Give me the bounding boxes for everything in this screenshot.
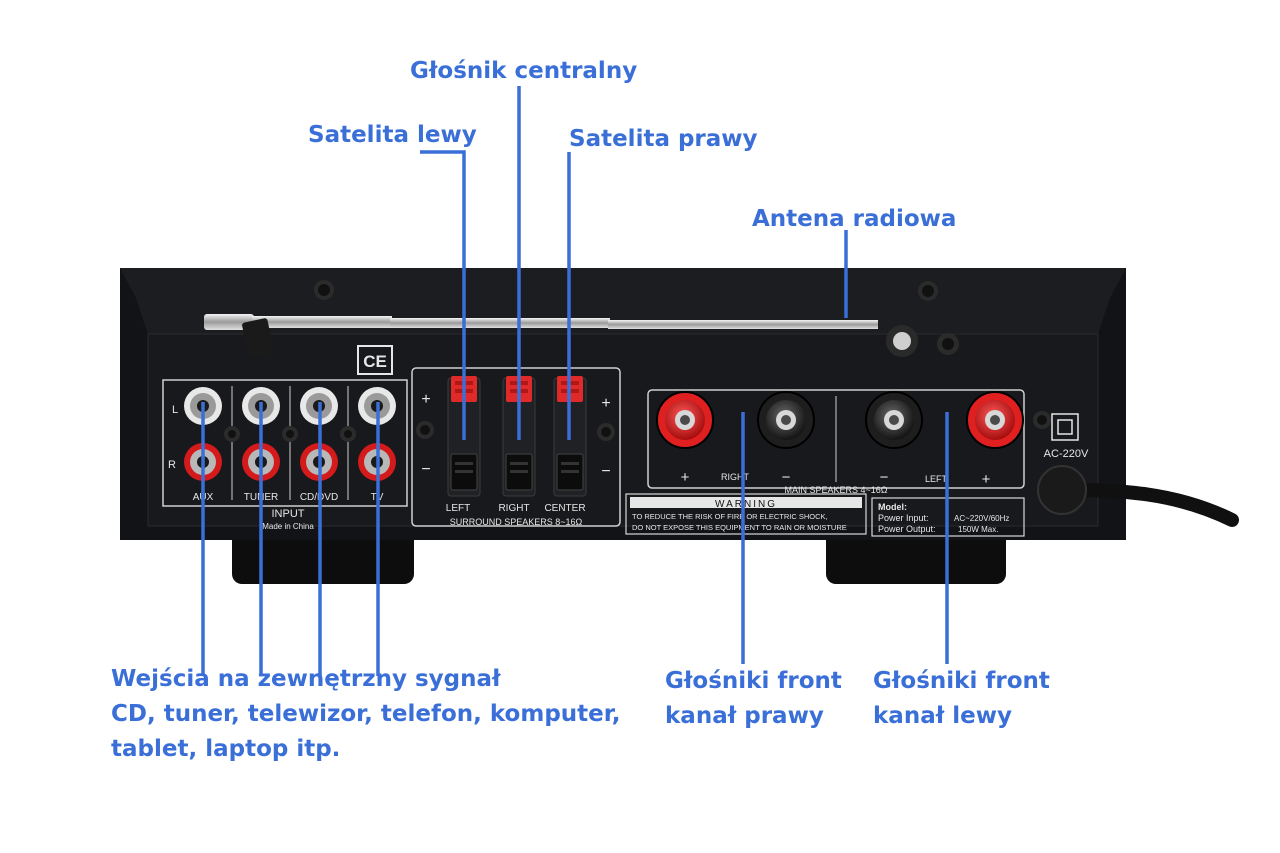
label-inputs-line-1: Wejścia na zewnętrzny sygnał bbox=[111, 666, 501, 692]
binding-post-black[interactable] bbox=[757, 391, 815, 449]
binding-post-red[interactable] bbox=[966, 391, 1024, 449]
warning-title: WARNING bbox=[715, 499, 777, 510]
label-front-right: Głośniki front kanał prawy bbox=[665, 664, 842, 734]
screw-icon bbox=[416, 421, 434, 439]
surround-plus-left: + bbox=[421, 391, 430, 408]
label-inputs-line-3: tablet, laptop itp. bbox=[111, 736, 341, 762]
class-ii-symbol-outer bbox=[1051, 413, 1079, 441]
binding-post-red[interactable] bbox=[656, 391, 714, 449]
power-input-label: Power Input: bbox=[878, 513, 929, 523]
surround-minus-right: − bbox=[601, 463, 610, 480]
surround-label-left: LEFT bbox=[446, 503, 470, 514]
made-in-label: Made in China bbox=[262, 522, 314, 531]
input-title: INPUT bbox=[272, 508, 305, 520]
back-panel bbox=[147, 333, 1099, 527]
warning-plate: WARNING TO REDUCE THE RISK OF FIRE OR EL… bbox=[625, 493, 867, 535]
label-front-right-line-1: Głośniki front bbox=[665, 668, 842, 694]
warning-line-1: TO REDUCE THE RISK OF FIRE OR ELECTRIC S… bbox=[632, 512, 828, 521]
surround-title: SURROUND SPEAKERS 8~16Ω bbox=[450, 517, 583, 527]
screw-icon bbox=[918, 281, 938, 301]
main-minus-1: − bbox=[782, 469, 791, 486]
main-speakers-section: + RIGHT − − LEFT + MAIN SPEAKERS 4~16Ω bbox=[647, 389, 1025, 495]
label-left-satellite: Satelita lewy bbox=[308, 122, 477, 148]
label-center-speaker: Głośnik centralny bbox=[410, 58, 638, 84]
label-right-satellite: Satelita prawy bbox=[569, 126, 758, 152]
screw-icon bbox=[224, 426, 240, 442]
label-inputs: Wejścia na zewnętrzny sygnał CD, tuner, … bbox=[111, 662, 620, 767]
surround-label-right: RIGHT bbox=[498, 503, 529, 514]
screw-icon bbox=[282, 426, 298, 442]
main-right-label: RIGHT bbox=[721, 472, 750, 482]
screw-icon bbox=[1033, 411, 1051, 429]
annotation-lines bbox=[201, 86, 949, 676]
label-radio-antenna: Antena radiowa bbox=[752, 206, 957, 232]
screw-icon bbox=[597, 423, 615, 441]
power-input-value: AC~220V/60Hz bbox=[954, 514, 1009, 523]
class-ii-symbol-inner bbox=[1057, 419, 1073, 435]
label-front-right-line-2: kanał prawy bbox=[665, 703, 824, 729]
screw-icon bbox=[340, 426, 356, 442]
label-front-left-line-2: kanał lewy bbox=[873, 703, 1012, 729]
leader-left-sat bbox=[420, 150, 466, 440]
ce-mark-box bbox=[357, 345, 393, 375]
screw-icon bbox=[937, 333, 959, 355]
power-output-label: Power Output: bbox=[878, 524, 936, 534]
surround-minus-left: − bbox=[421, 461, 430, 478]
channel-l-label: L bbox=[172, 404, 178, 416]
screw-icon bbox=[314, 280, 334, 300]
power-cord-grommet bbox=[1037, 465, 1087, 515]
label-front-left-line-1: Głośniki front bbox=[873, 668, 1050, 694]
main-minus-2: − bbox=[880, 469, 889, 486]
ce-mark: CE bbox=[363, 352, 387, 371]
main-title: MAIN SPEAKERS 4~16Ω bbox=[784, 485, 887, 495]
label-front-left: Głośniki front kanał lewy bbox=[873, 664, 1050, 734]
main-plus-left: + bbox=[982, 471, 991, 488]
model-title: Model: bbox=[878, 502, 907, 512]
surround-label-center: CENTER bbox=[544, 503, 585, 514]
main-plus-right: + bbox=[681, 469, 690, 486]
binding-post-black[interactable] bbox=[865, 391, 923, 449]
antenna bbox=[204, 314, 918, 358]
channel-r-label: R bbox=[168, 459, 176, 471]
main-left-label: LEFT bbox=[925, 474, 948, 484]
warning-line-2: DO NOT EXPOSE THIS EQUIPMENT TO RAIN OR … bbox=[632, 523, 847, 532]
power-output-value: 150W Max. bbox=[958, 525, 998, 534]
label-inputs-line-2: CD, tuner, telewizor, telefon, komputer, bbox=[111, 701, 621, 727]
ac-label: AC-220V bbox=[1044, 448, 1089, 460]
surround-plus-right: + bbox=[601, 395, 610, 412]
